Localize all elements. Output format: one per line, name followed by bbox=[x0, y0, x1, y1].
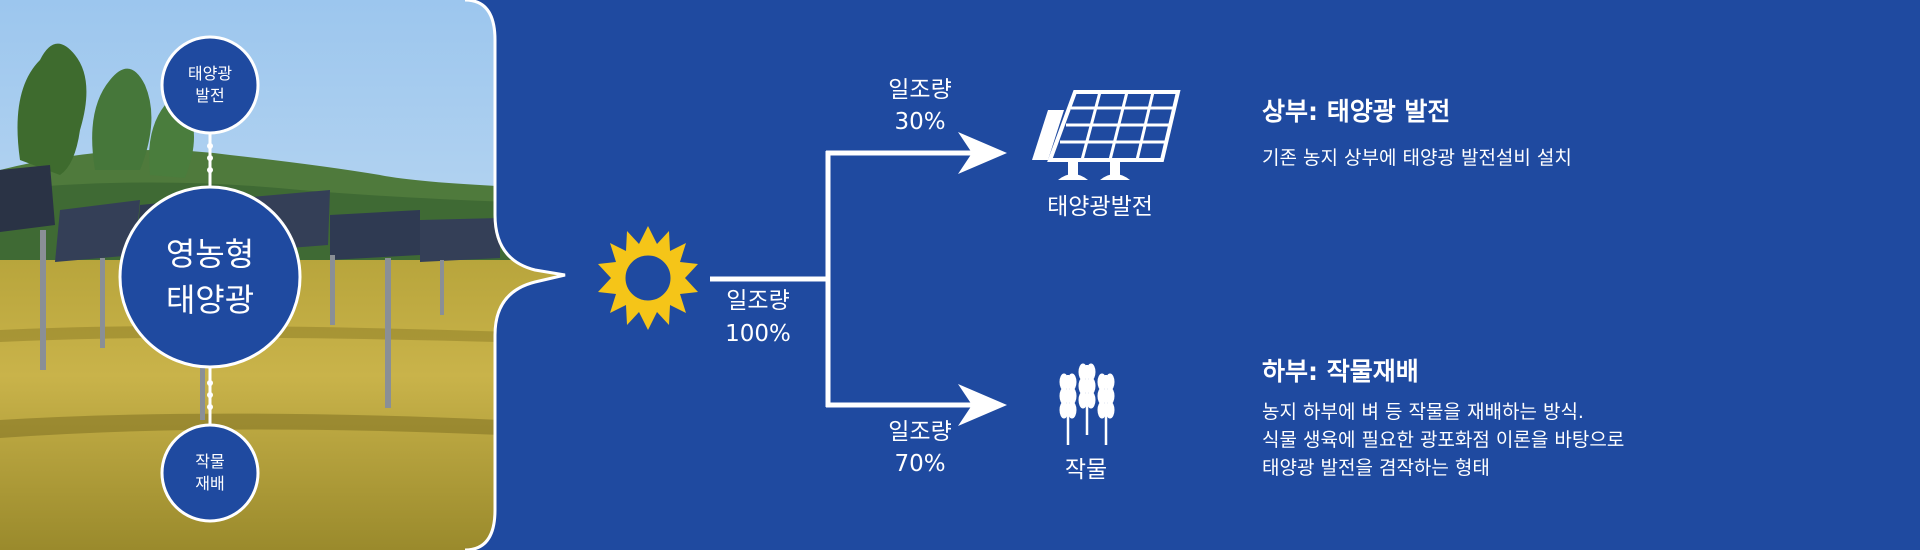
wheat-icon bbox=[1059, 363, 1115, 445]
lower-description-line: 태양광 발전을 겸작하는 형태 bbox=[1262, 457, 1490, 479]
connector-dot bbox=[207, 380, 213, 386]
top-circle bbox=[160, 35, 260, 135]
upper-sunlight-text: 일조량 bbox=[888, 77, 952, 103]
lower-description-line: 농지 하부에 벼 등 작물을 재배하는 방식. bbox=[1262, 401, 1584, 423]
bottom-circle-line2: 재배 bbox=[195, 474, 225, 493]
lower-description-line: 식물 생육에 필요한 광포화점 이론을 바탕으로 bbox=[1262, 429, 1625, 451]
lower-arrowhead bbox=[958, 384, 1007, 426]
connector-dot bbox=[207, 404, 213, 410]
connector-dot bbox=[207, 167, 213, 173]
upper-description-title: 상부: 태양광 발전 bbox=[1262, 97, 1451, 126]
upper-sunlight-label: 일조량 30% bbox=[860, 74, 980, 138]
input-sunlight-value: 100% bbox=[725, 321, 791, 347]
field-photo bbox=[0, 0, 565, 550]
center-circle-line1: 영농형 bbox=[165, 235, 255, 273]
sun-icon bbox=[598, 226, 698, 330]
bottom-circle-line1: 작물 bbox=[195, 452, 225, 471]
solar-target-label: 태양광발전 bbox=[1047, 194, 1153, 220]
center-circle-line2: 태양광 bbox=[165, 281, 255, 319]
lower-sunlight-value: 70% bbox=[894, 451, 946, 477]
input-sunlight-label: 일조량 100% bbox=[698, 285, 818, 351]
connector-dot bbox=[207, 143, 213, 149]
lower-sunlight-label: 일조량 70% bbox=[860, 416, 980, 480]
input-sunlight-text: 일조량 bbox=[726, 288, 790, 314]
bottom-circle-label: 작물 재배 bbox=[162, 443, 258, 503]
top-circle-line1: 태양광 bbox=[187, 64, 233, 83]
crop-target-label: 작물 bbox=[1064, 457, 1108, 483]
solar-panel-icon bbox=[1032, 90, 1181, 180]
top-circle-label: 태양광 발전 bbox=[162, 55, 258, 115]
lower-description-body: 농지 하부에 벼 등 작물을 재배하는 방식. 식물 생육에 필요한 광포화점 … bbox=[1262, 398, 1624, 482]
center-circle bbox=[118, 185, 302, 369]
upper-description-body: 기존 농지 상부에 태양광 발전설비 설치 bbox=[1262, 147, 1572, 169]
upper-sunlight-value: 30% bbox=[894, 109, 946, 135]
connector-dot bbox=[207, 392, 213, 398]
photo-frame bbox=[464, 0, 566, 550]
top-circle-line2: 발전 bbox=[195, 86, 225, 105]
upper-arrowhead bbox=[958, 132, 1007, 174]
bottom-circle bbox=[160, 423, 260, 523]
center-circle-label: 영농형 태양광 bbox=[130, 230, 290, 324]
lower-description-title: 하부: 작물재배 bbox=[1262, 357, 1419, 386]
lower-sunlight-text: 일조량 bbox=[888, 419, 952, 445]
connector-dot bbox=[207, 155, 213, 161]
